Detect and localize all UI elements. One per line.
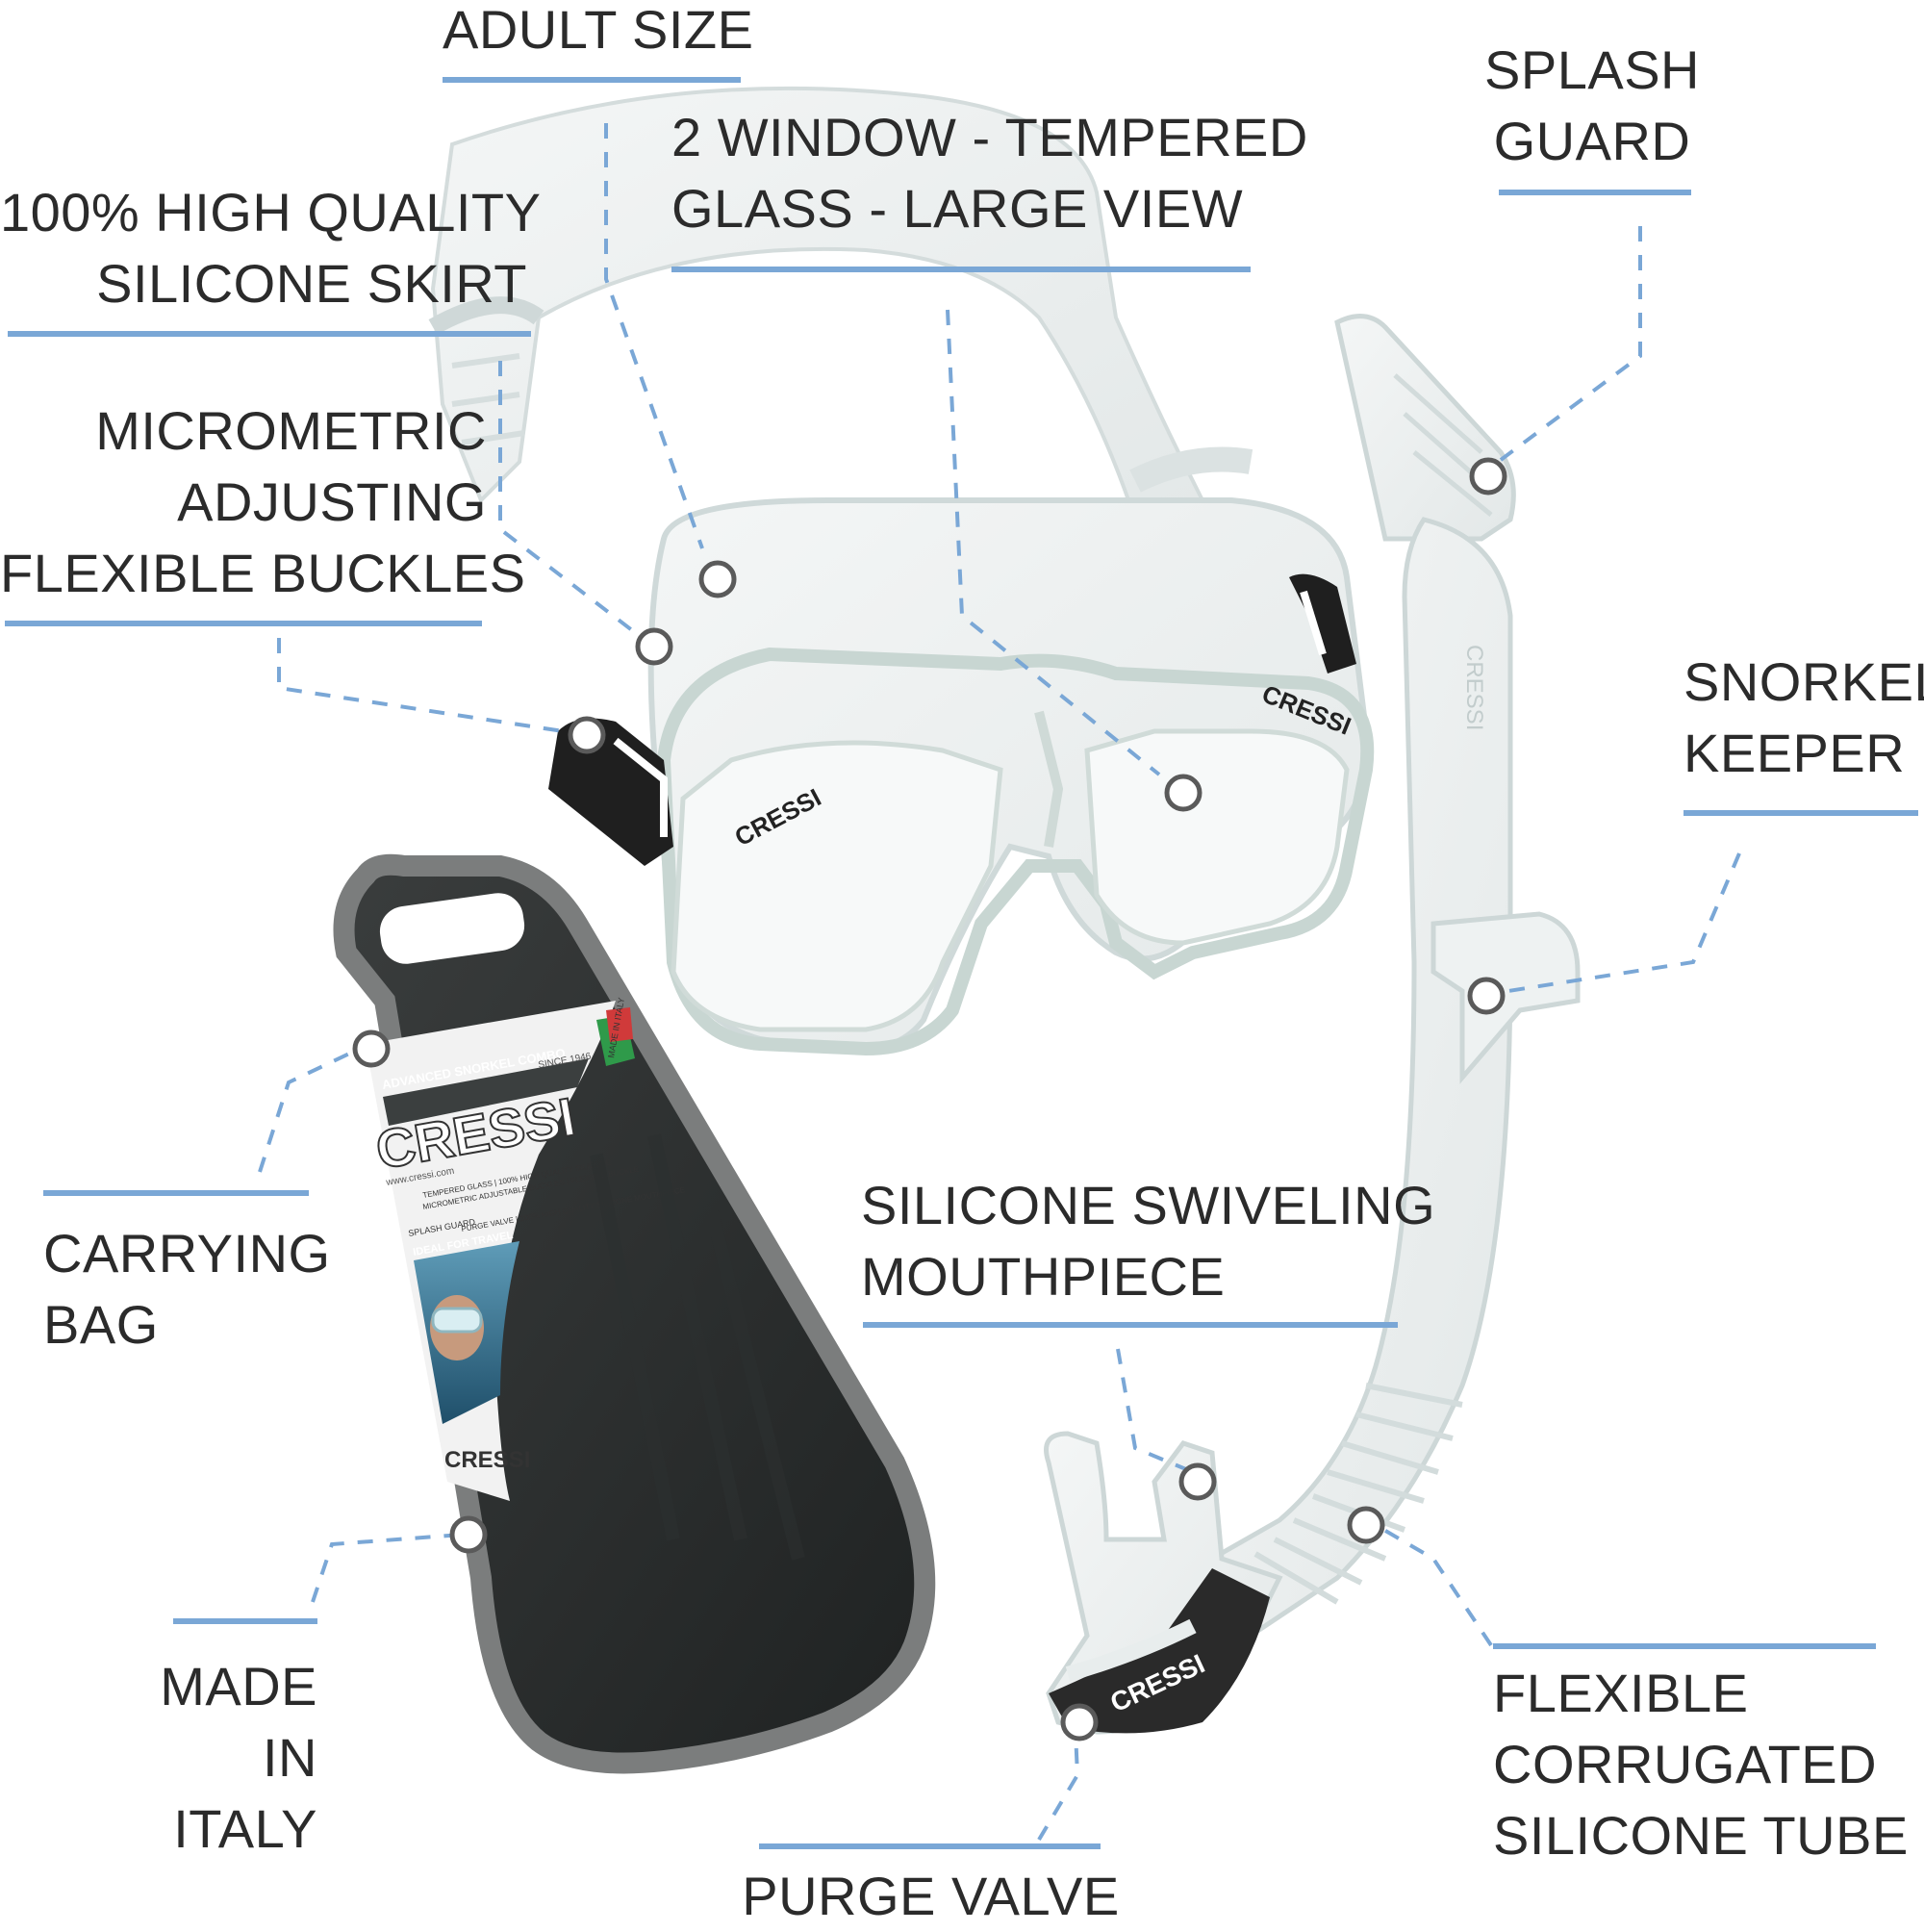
mask-body: CRESSI CRESSI [647, 497, 1375, 1056]
callout-silicone-skirt-line-1: 100% HIGH QUALITY [0, 182, 542, 242]
underline-mouthpiece [863, 1322, 1398, 1328]
callout-carrying-bag-line-1: CARRYING [43, 1223, 331, 1284]
bag-lower-brand: CRESSI [444, 1447, 530, 1473]
callout-buckles-line-1: MICROMETRIC [95, 400, 487, 461]
callout-made-in-italy-line-3: ITALY [173, 1798, 317, 1859]
underline-made-in-italy [173, 1618, 317, 1624]
marker-made-in-italy [449, 1515, 488, 1554]
callout-splash-guard-line-1: SPLASH [1484, 39, 1700, 100]
marker-snorkel-keeper [1467, 977, 1506, 1015]
underline-two-window [671, 267, 1251, 272]
marker-buckles [568, 716, 606, 754]
callout-tube-line-3: SILICONE TUBE [1493, 1805, 1909, 1866]
callout-snorkel-keeper: SNORKEL KEEPER [1684, 647, 1924, 789]
underline-buckles [5, 621, 482, 626]
carrying-bag: CRESSI ADVANCED SNORKEL COMBO SINCE 1946… [333, 853, 936, 1774]
mask-buckle-left [548, 718, 673, 866]
callout-carrying-bag-line-2: BAG [43, 1294, 159, 1355]
callout-made-in-italy-line-1: MADE [160, 1656, 317, 1716]
marker-tube [1347, 1506, 1385, 1544]
callout-mouthpiece-line-1: SILICONE SWIVELING [861, 1175, 1436, 1235]
mask-buckle-right [1289, 573, 1356, 674]
underline-carrying-bag [43, 1190, 309, 1196]
underline-tube [1493, 1643, 1876, 1649]
callout-made-in-italy: MADE IN ITALY [96, 1651, 317, 1865]
marker-silicone-skirt [635, 627, 673, 666]
callout-made-in-italy-line-2: IN [263, 1727, 317, 1788]
underline-splash-guard [1499, 190, 1691, 195]
callout-two-window-line-2: GLASS - LARGE VIEW [671, 178, 1244, 239]
callout-adult-size: ADULT SIZE [443, 0, 754, 65]
snorkel-brand: CRESSI [1461, 645, 1487, 730]
callout-silicone-skirt-line-2: SILICONE SKIRT [96, 253, 527, 314]
callout-buckles: MICROMETRIC ADJUSTING FLEXIBLE BUCKLES [0, 395, 526, 609]
leader-lines [258, 123, 1741, 1842]
callout-splash-guard: SPLASH GUARD [1481, 35, 1703, 177]
callout-tube-line-2: CORRUGATED [1493, 1734, 1878, 1794]
snorkel: CRESSI CRESSI [1044, 314, 1581, 1735]
callout-two-window: 2 WINDOW - TEMPERED GLASS - LARGE VIEW [671, 102, 1308, 244]
callout-mouthpiece: SILICONE SWIVELING MOUTHPIECE [861, 1170, 1436, 1312]
callout-markers [352, 457, 1507, 1741]
underline-purge-valve [759, 1843, 1101, 1849]
callout-snorkel-keeper-line-1: SNORKEL [1684, 651, 1924, 712]
marker-two-window [1164, 774, 1202, 812]
callout-tube: FLEXIBLE CORRUGATED SILICONE TUBE [1493, 1658, 1916, 1871]
callout-buckles-line-3: FLEXIBLE BUCKLES [0, 543, 526, 603]
marker-mouthpiece [1178, 1462, 1217, 1501]
callout-mouthpiece-line-2: MOUTHPIECE [861, 1246, 1226, 1307]
callout-snorkel-keeper-line-2: KEEPER [1684, 723, 1906, 783]
marker-adult-size [698, 560, 737, 598]
underline-silicone-skirt [8, 331, 531, 337]
callout-carrying-bag: CARRYING BAG [43, 1218, 332, 1360]
callout-splash-guard-line-2: GUARD [1493, 111, 1691, 171]
callout-two-window-line-1: 2 WINDOW - TEMPERED [671, 107, 1308, 167]
callout-tube-line-1: FLEXIBLE [1493, 1663, 1749, 1723]
callout-buckles-line-2: ADJUSTING [177, 471, 487, 532]
callout-adult-size-line-1: ADULT SIZE [443, 0, 754, 60]
callout-silicone-skirt: 100% HIGH QUALITY SILICONE SKIRT [0, 177, 542, 319]
underline-snorkel-keeper [1684, 810, 1918, 816]
callout-purge-valve: PURGE VALVE [741, 1861, 1121, 1932]
callout-purge-valve-line-1: PURGE VALVE [742, 1866, 1120, 1926]
marker-carrying-bag [352, 1030, 391, 1068]
underline-adult-size [443, 77, 741, 83]
marker-splash-guard [1469, 457, 1507, 496]
marker-purge-valve [1060, 1703, 1099, 1741]
